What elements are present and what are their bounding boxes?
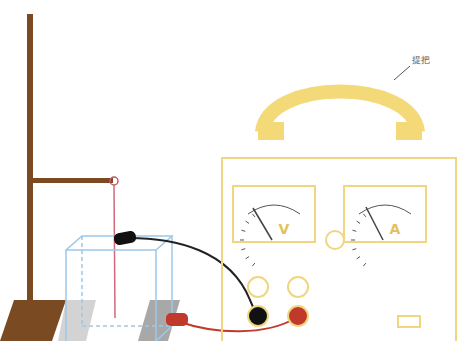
tick	[357, 257, 360, 259]
black-terminal	[248, 306, 268, 326]
red-clip	[166, 313, 188, 326]
red-terminal	[288, 306, 308, 326]
handle-label: 提把	[412, 56, 430, 66]
tick	[351, 239, 355, 240]
stand-arm	[33, 178, 113, 183]
black-clip	[113, 230, 137, 246]
meter-ticks	[240, 214, 366, 266]
power-supply	[222, 92, 456, 341]
tick	[363, 214, 366, 217]
tick	[246, 221, 249, 223]
hanging-wire	[114, 185, 115, 318]
tick	[241, 230, 245, 231]
tick	[252, 214, 255, 217]
meter-box: A	[343, 185, 427, 243]
tick	[357, 221, 360, 223]
tick	[240, 239, 244, 240]
meter-box: V	[232, 185, 316, 243]
meter-needle	[253, 208, 272, 240]
leader-line	[394, 66, 410, 80]
tick	[252, 263, 255, 266]
tick	[352, 230, 356, 231]
tick	[352, 249, 356, 250]
tick	[241, 249, 245, 250]
hook-ring	[110, 177, 118, 185]
transparent-tank	[66, 236, 172, 341]
meter-scales	[248, 205, 411, 214]
red-wire	[180, 318, 296, 331]
meter-label: V	[279, 222, 290, 236]
meter-label: A	[390, 222, 401, 236]
stand-rod	[27, 14, 33, 310]
black-wire	[128, 238, 256, 314]
meter-needle	[366, 207, 383, 240]
electrode-plate	[58, 300, 96, 341]
tick	[246, 257, 249, 259]
tick	[363, 263, 366, 266]
